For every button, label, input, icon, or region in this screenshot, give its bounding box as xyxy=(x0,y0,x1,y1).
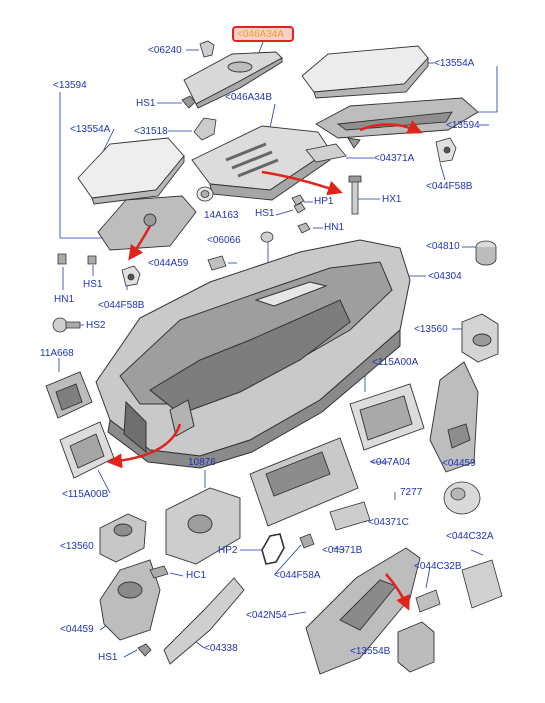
label-HS1-mid[interactable]: HS1 xyxy=(255,208,275,219)
label-HS1-top[interactable]: HS1 xyxy=(136,98,156,109)
knob-7277 xyxy=(443,481,481,515)
label-044C32A[interactable]: <044C32A xyxy=(446,531,494,542)
label-HN1-mid[interactable]: HN1 xyxy=(324,222,345,233)
lid-13554A-top xyxy=(301,45,429,99)
label-047A04[interactable]: <047A04 xyxy=(370,457,411,468)
label-HS1-bottom[interactable]: HS1 xyxy=(98,652,118,663)
panel-04338 xyxy=(163,577,245,665)
trim-04371A xyxy=(305,143,347,163)
pins-HN1 xyxy=(57,253,97,265)
label-HS2[interactable]: HS2 xyxy=(86,320,106,331)
bolt-HX1 xyxy=(348,175,362,215)
lid-frame-13594-right xyxy=(315,97,479,149)
label-044F58B-right[interactable]: <044F58B xyxy=(426,181,473,192)
label-13554B[interactable]: <13554B xyxy=(350,646,391,657)
clip-06240 xyxy=(199,40,215,58)
label-HX1[interactable]: HX1 xyxy=(382,194,402,205)
label-04810[interactable]: <04810 xyxy=(426,241,460,252)
label-115A00B[interactable]: <115A00B xyxy=(62,489,109,500)
label-04304[interactable]: <04304 xyxy=(428,271,462,282)
label-115A00A[interactable]: <115A00A xyxy=(372,357,419,368)
label-06066[interactable]: <06066 xyxy=(207,235,241,246)
label-10876[interactable]: 10876 xyxy=(188,457,216,468)
gasket-HP2 xyxy=(261,533,285,565)
label-04371B[interactable]: <04371B xyxy=(322,545,363,556)
clip-044A59 xyxy=(207,255,227,271)
hinge-044F58B-left xyxy=(121,265,141,287)
bezel-115A00A xyxy=(349,383,425,451)
vent-housing-046A34B xyxy=(191,125,331,201)
bezel-047A04 xyxy=(249,437,359,527)
lid-13554A-left xyxy=(77,137,185,205)
label-044C32B[interactable]: <044C32B xyxy=(414,561,462,572)
console-04459-left xyxy=(99,559,161,641)
label-HS1-left[interactable]: HS1 xyxy=(83,279,103,290)
top-panel-046A34A xyxy=(183,51,283,109)
label-044F58B-left[interactable]: <044F58B xyxy=(98,300,145,311)
bin-13554B xyxy=(397,621,435,673)
clip-HS1-bottom xyxy=(137,643,152,657)
label-044A59[interactable]: <044A59 xyxy=(148,258,189,269)
label-046A34A-highlighted[interactable]: <046A34A xyxy=(237,29,284,40)
cup-04810 xyxy=(475,240,497,266)
panel-044C32A xyxy=(461,559,503,609)
label-11A668[interactable]: 11A668 xyxy=(40,348,74,359)
highlight-box: <046A34A xyxy=(232,26,294,42)
bracket-11A668 xyxy=(45,371,93,419)
label-13560-right[interactable]: <13560 xyxy=(414,324,448,335)
label-13554A-top[interactable]: <13554A xyxy=(434,58,475,69)
label-13594-left[interactable]: <13594 xyxy=(53,80,87,91)
red-direction-arrows xyxy=(107,120,423,611)
label-HN1-left[interactable]: HN1 xyxy=(54,294,75,305)
label-04338[interactable]: <04338 xyxy=(204,643,238,654)
clip-HC1 xyxy=(149,565,169,579)
label-14A163[interactable]: 14A163 xyxy=(204,210,239,221)
bezel-115A00B xyxy=(59,421,115,479)
clips-HP1-HS1 xyxy=(291,194,311,234)
label-04459-right[interactable]: <04459 xyxy=(442,458,476,469)
label-046A34B[interactable]: <046A34B xyxy=(225,92,272,103)
label-13594-right[interactable]: <13594 xyxy=(446,120,480,131)
sensor-06066 xyxy=(260,231,274,243)
cupholder-13560-left xyxy=(99,513,147,563)
hinge-044F58B-right xyxy=(435,137,457,163)
bolt-HS2 xyxy=(52,317,81,333)
panel-04459-right xyxy=(429,361,479,473)
dashboard-main-body xyxy=(95,239,411,469)
label-13554A-left[interactable]: <13554A xyxy=(70,124,111,135)
label-31518[interactable]: <31518 xyxy=(134,126,168,137)
label-HC1[interactable]: HC1 xyxy=(186,570,207,581)
label-04371C[interactable]: <04371C xyxy=(368,517,409,528)
label-13560-left[interactable]: <13560 xyxy=(60,541,94,552)
screw-HS1-top xyxy=(181,95,196,109)
label-HP2[interactable]: HP2 xyxy=(218,545,238,556)
panel-04371C xyxy=(329,501,371,531)
grommet-14A163 xyxy=(196,186,214,202)
bracket-044C32B xyxy=(415,589,441,613)
label-7277[interactable]: 7277 xyxy=(400,487,423,498)
label-06240[interactable]: <06240 xyxy=(148,45,182,56)
label-04371A[interactable]: <04371A xyxy=(374,153,415,164)
label-044F58A[interactable]: <044F58A xyxy=(274,570,321,581)
label-04459-left[interactable]: <04459 xyxy=(60,624,94,635)
cupholder-13560-right xyxy=(461,313,499,363)
label-042N54[interactable]: <042N54 xyxy=(246,610,287,621)
lid-frame-13594-left xyxy=(97,195,197,251)
bracket-31518 xyxy=(193,117,217,141)
cluster-10876 xyxy=(165,487,241,565)
clip-04371B xyxy=(299,533,315,549)
label-HP1[interactable]: HP1 xyxy=(314,196,334,207)
